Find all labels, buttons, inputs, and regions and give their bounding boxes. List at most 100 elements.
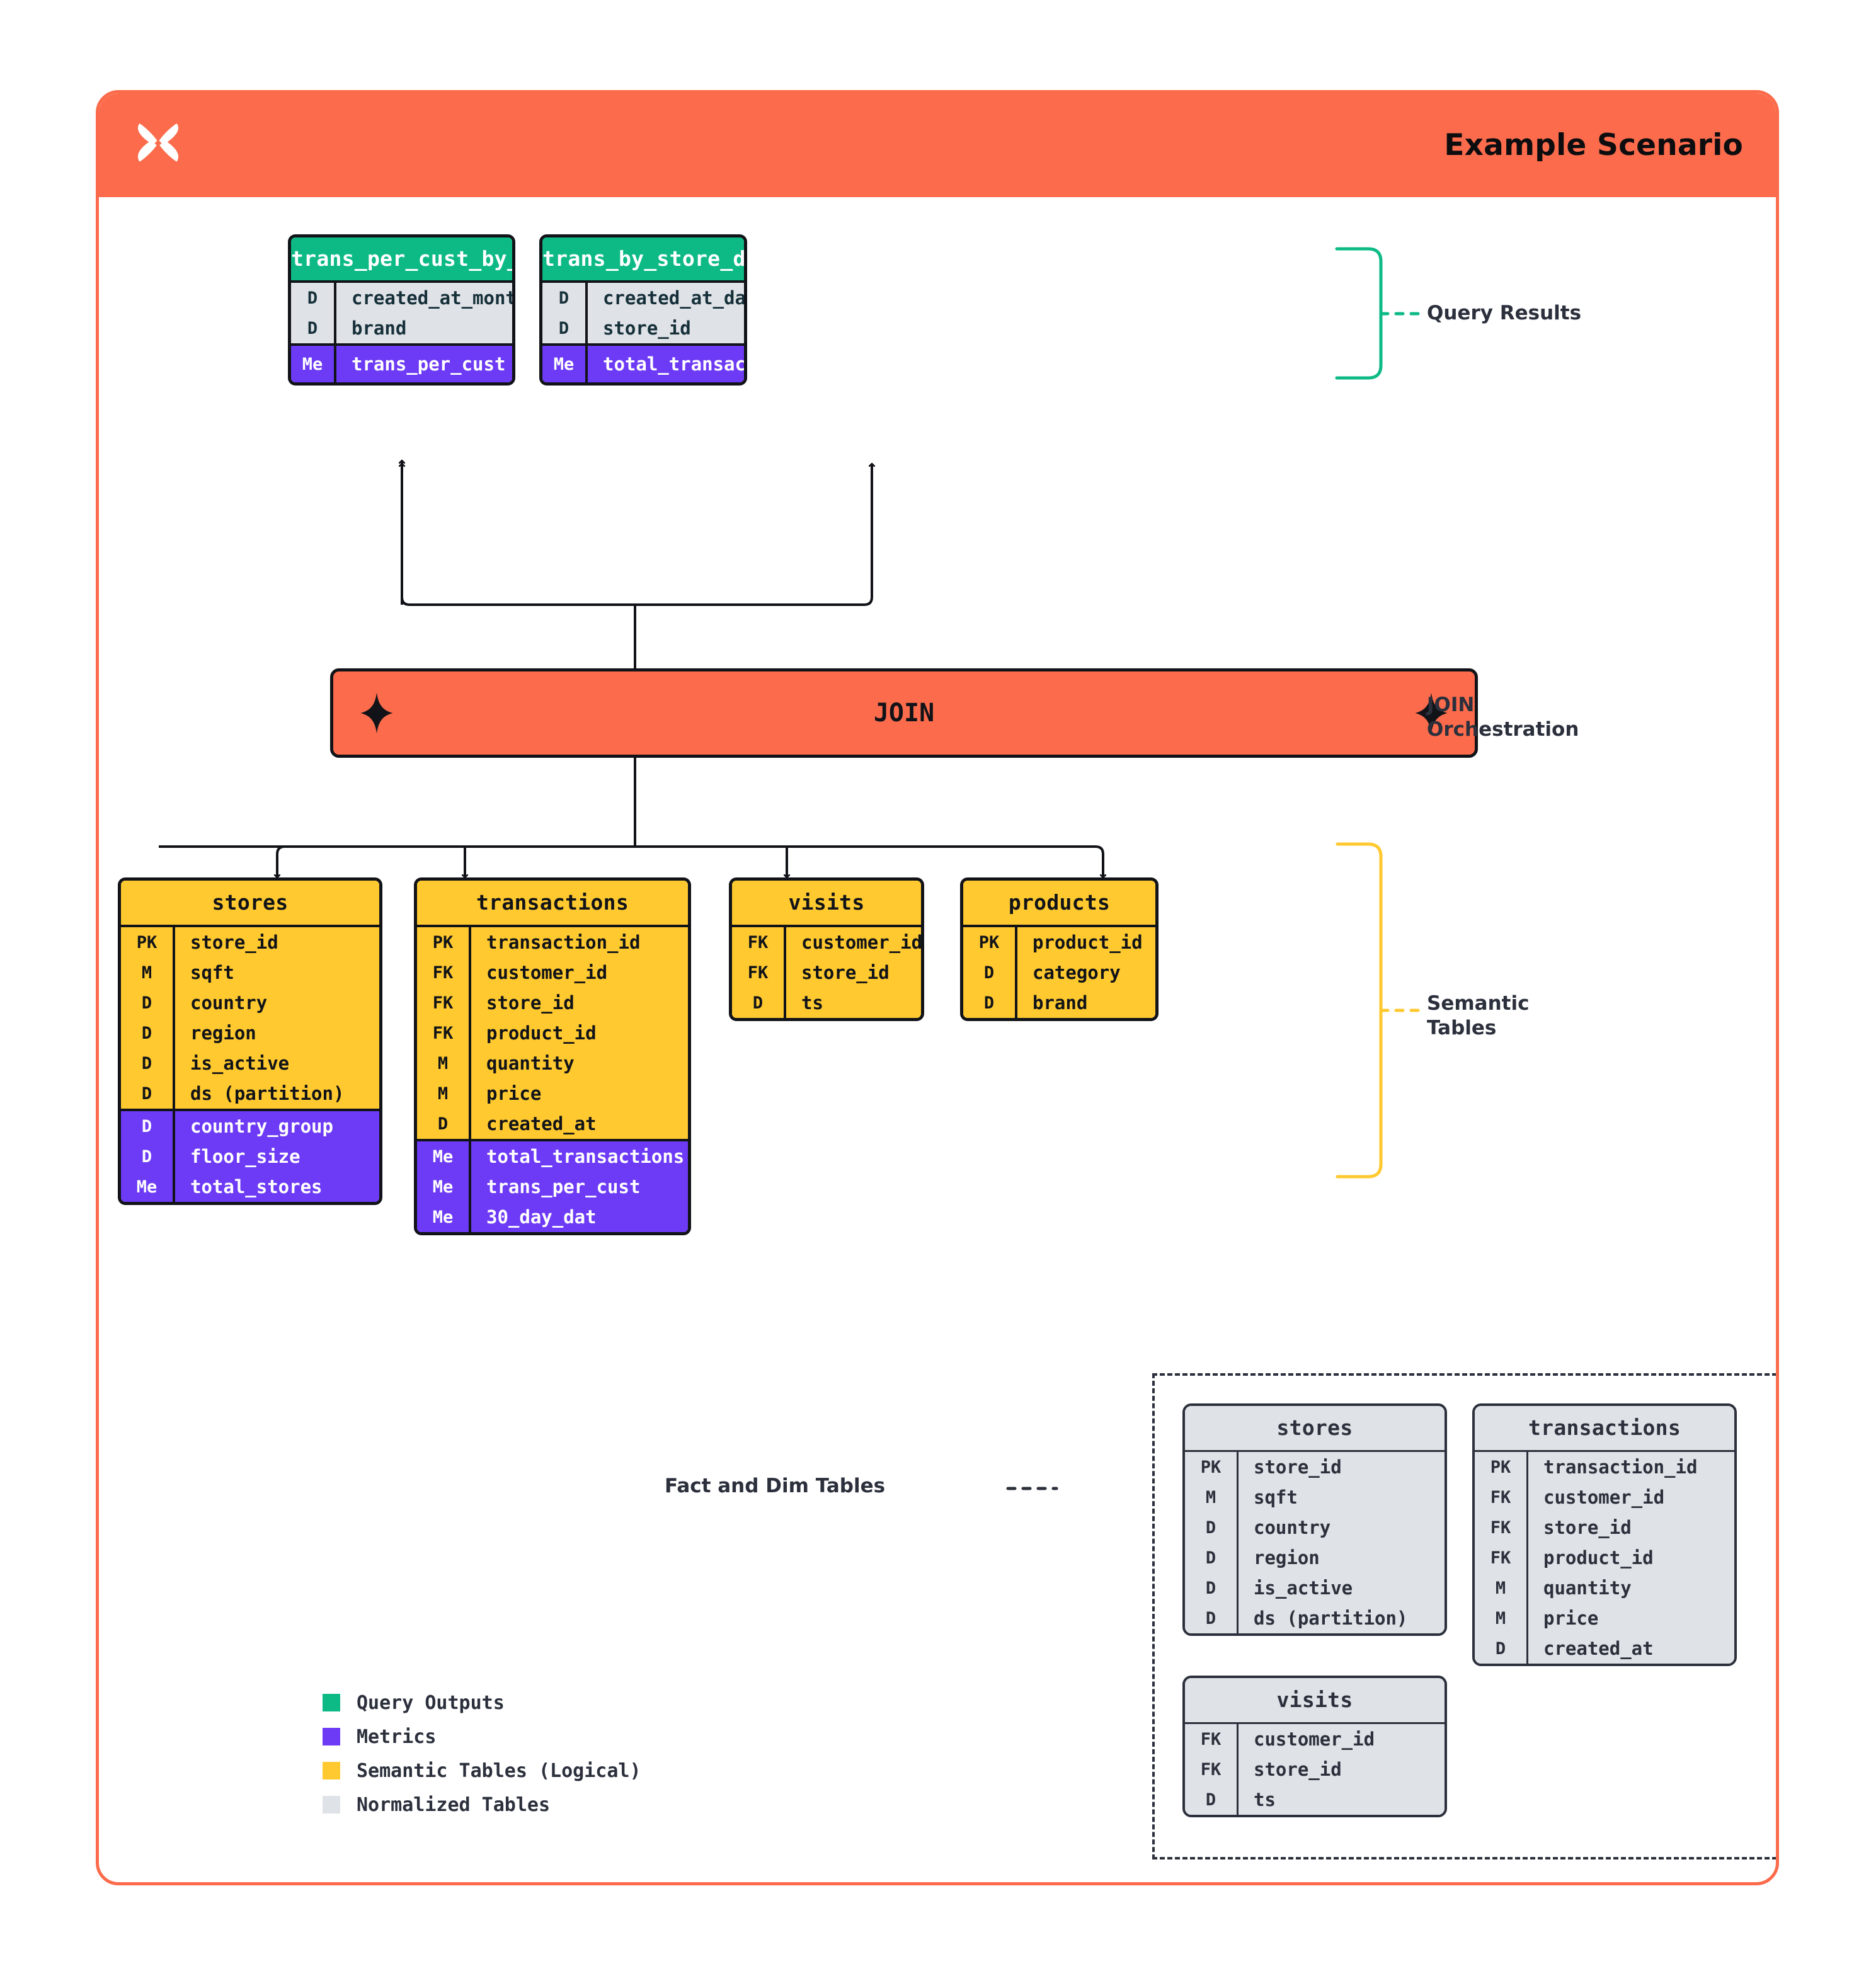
- row-key: D: [141, 1083, 152, 1104]
- row-field: total_transactions: [585, 346, 744, 382]
- semantic-table-transactions[interactable]: transactions PK transaction_id FK customer…: [414, 877, 691, 1235]
- row-field: store_id: [1237, 1452, 1445, 1482]
- title-bar: Example Scenario: [99, 93, 1776, 197]
- table-row: FK store_id: [1185, 1754, 1445, 1785]
- table-title: transactions: [1475, 1406, 1734, 1450]
- row-key: FK: [1490, 1487, 1511, 1507]
- legend: Query Outputs Metrics Semantic Tables (L…: [323, 1686, 641, 1822]
- row-key: D: [983, 963, 995, 983]
- row-key: PK: [1490, 1457, 1511, 1477]
- row-field: transaction_id: [469, 927, 688, 957]
- legend-item-metrics: Metrics: [323, 1720, 641, 1754]
- row-key: D: [1205, 1608, 1216, 1628]
- row-key: Me: [432, 1146, 454, 1167]
- row-key: D: [141, 1053, 152, 1073]
- annotation-line: JOIN: [1427, 694, 1475, 716]
- row-field: 30_day_dat: [469, 1202, 688, 1232]
- scenario-card: Example Scenario: [96, 90, 1779, 1885]
- row-key: D: [752, 993, 764, 1013]
- row-key: D: [141, 1023, 152, 1043]
- row-field: store_id: [784, 957, 921, 988]
- row-field: created_at: [469, 1109, 688, 1139]
- row-field: store_id: [1526, 1512, 1734, 1543]
- table-title: trans_per_cust_by_brand_month: [291, 237, 512, 280]
- row-key: PK: [1200, 1457, 1222, 1477]
- legend-label: Normalized Tables: [357, 1793, 551, 1816]
- row-key: FK: [432, 963, 454, 983]
- table-title: products: [963, 881, 1155, 925]
- row-key: FK: [1200, 1729, 1222, 1749]
- row-field: total_transactions: [469, 1141, 688, 1172]
- row-key: FK: [747, 963, 769, 983]
- row-key: Me: [432, 1207, 454, 1227]
- row-key: D: [141, 1116, 152, 1136]
- row-key: Me: [302, 354, 323, 374]
- row-field: trans_per_cust: [469, 1172, 688, 1202]
- row-key: PK: [432, 932, 454, 952]
- row-field: store_id: [1237, 1754, 1445, 1785]
- query-result-table-trans-by-store-day[interactable]: trans_by_store_day D created_at_day D st…: [539, 234, 747, 386]
- table-title: transactions: [417, 881, 688, 925]
- legend-swatch: [323, 1762, 340, 1779]
- join-orchestration-bar[interactable]: JOIN: [330, 668, 1478, 758]
- query-result-table-trans-per-cust-by-brand-month[interactable]: trans_per_cust_by_brand_month D created_…: [288, 234, 515, 386]
- row-field: created_at_month: [334, 283, 512, 313]
- row-field: customer_id: [469, 957, 688, 988]
- row-field: store_id: [585, 313, 744, 343]
- sparkle-icon: [1415, 692, 1448, 734]
- row-key: FK: [432, 993, 454, 1013]
- legend-item-query-outputs: Query Outputs: [323, 1686, 641, 1720]
- row-key: FK: [1200, 1759, 1222, 1779]
- row-field: total_stores: [173, 1172, 379, 1202]
- row-key: D: [1205, 1790, 1216, 1810]
- row-field: region: [1237, 1543, 1445, 1573]
- row-field: store_id: [469, 988, 688, 1018]
- row-key: FK: [747, 932, 769, 952]
- row-field: trans_per_cust: [334, 346, 512, 382]
- row-field: is_active: [173, 1048, 379, 1078]
- metric-section: Me trans_per_cust: [291, 343, 512, 382]
- row-field: ds (partition): [1237, 1603, 1445, 1633]
- table-row: FK customer_id: [417, 957, 688, 988]
- row-field: floor_size: [173, 1141, 379, 1172]
- row-field: product_id: [1015, 927, 1155, 957]
- legend-swatch: [323, 1694, 340, 1711]
- table-row: D store_id: [542, 313, 744, 343]
- table-row: Me 30_day_dat: [417, 1202, 688, 1232]
- row-key: D: [307, 288, 318, 308]
- table-row: D created_at_day: [542, 283, 744, 313]
- table-title: visits: [732, 881, 921, 925]
- table-row: PK transaction_id: [417, 927, 688, 957]
- row-field: region: [173, 1018, 379, 1048]
- table-row: Me trans_per_cust: [291, 346, 512, 382]
- row-field: ts: [784, 988, 921, 1018]
- table-row: Me total_transactions: [417, 1141, 688, 1172]
- dimension-section: D created_at_month D brand: [291, 280, 512, 343]
- row-key: D: [558, 318, 569, 338]
